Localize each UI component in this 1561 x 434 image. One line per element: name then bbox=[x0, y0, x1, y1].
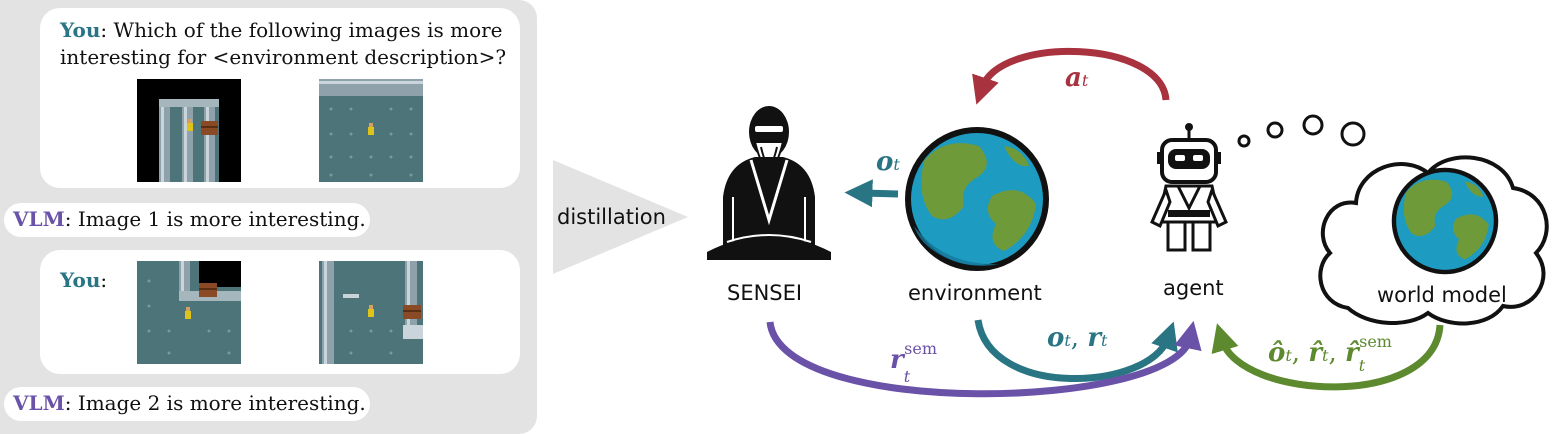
question-1-text-1: : Which of the following images is more bbox=[100, 18, 503, 42]
semantic-reward-arrow bbox=[766, 320, 1202, 398]
vlm-answer-2 bbox=[4, 387, 370, 421]
flow-arrows bbox=[766, 47, 1444, 398]
vlm-answer-2-text: VLM: Image 2 is more interesting. bbox=[13, 391, 366, 415]
vlm-label-2: VLM bbox=[13, 391, 65, 415]
observation-label: ot bbox=[876, 147, 900, 177]
semantic-reward-label: rtsem bbox=[890, 339, 937, 386]
sensei-icon bbox=[707, 106, 831, 260]
sensei-label: SENSEI bbox=[727, 281, 803, 305]
question-bubble-1 bbox=[40, 8, 520, 188]
question-bubble-2 bbox=[40, 250, 520, 374]
vlm-label-1: VLM bbox=[13, 207, 65, 231]
predicted-label: ôt, r̂t, r̂tsem bbox=[1268, 332, 1392, 375]
distillation-label: distillation bbox=[557, 205, 666, 229]
game-frame-q1-image-2 bbox=[319, 79, 423, 182]
vlm-answer-1 bbox=[4, 203, 370, 237]
you-label-1: You bbox=[60, 18, 101, 42]
action-label: at bbox=[1065, 63, 1089, 93]
distillation-arrow bbox=[553, 160, 688, 274]
game-frame-q1-image-1 bbox=[137, 79, 241, 182]
earth-icon bbox=[905, 127, 1049, 271]
question-1-line-1: You: Which of the following images is mo… bbox=[60, 18, 503, 42]
observation-reward-label: ot, rt bbox=[1047, 323, 1108, 353]
thought-bubbles bbox=[1237, 114, 1366, 148]
environment-label: environment bbox=[908, 281, 1042, 305]
vlm-answer-1-text: VLM: Image 1 is more interesting. bbox=[13, 207, 366, 231]
game-frame-q2-image-1 bbox=[137, 261, 241, 364]
robot-agent-icon bbox=[1150, 123, 1228, 252]
observation-reward-arrow bbox=[974, 319, 1178, 382]
question-1-line-2: interesting for <environment description… bbox=[60, 45, 507, 69]
world-model-label: world model bbox=[1377, 283, 1507, 307]
action-arrow bbox=[972, 47, 1170, 105]
question-2-line: You: bbox=[60, 268, 108, 292]
you-label-2: You bbox=[60, 268, 101, 292]
world-model-prediction-arrow bbox=[1211, 323, 1444, 391]
observation-to-sensei-arrow bbox=[844, 179, 899, 208]
agent-label: agent bbox=[1163, 276, 1224, 300]
world-model-earth-icon bbox=[1391, 167, 1499, 275]
game-frame-q2-image-2 bbox=[319, 261, 423, 364]
